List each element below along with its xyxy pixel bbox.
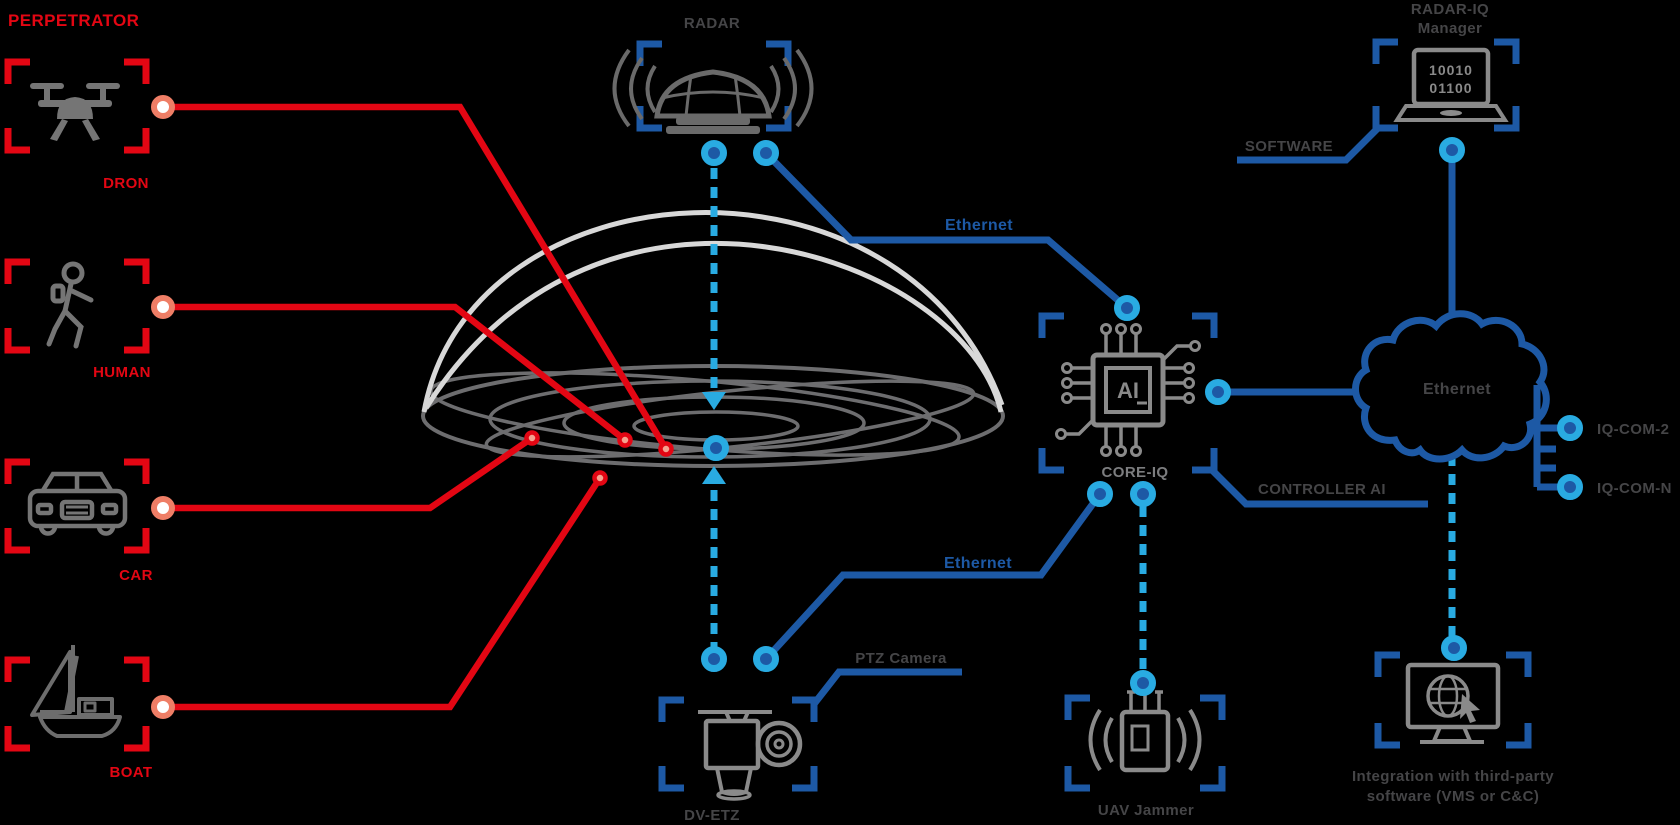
dot-core-bottom-right [1130, 481, 1156, 507]
ethernet-cloud: Ethernet [1352, 310, 1550, 463]
target-brackets [4, 258, 150, 354]
dot-manager [1439, 137, 1465, 163]
hit-dot-boat [592, 470, 608, 486]
iq-com-2-label: IQ-COM-2 [1597, 421, 1669, 438]
target-label-human: HUMAN [93, 364, 151, 381]
connector-dot-car [151, 496, 175, 520]
software-label: SOFTWARE [1245, 138, 1333, 155]
manager-label-line1: RADAR-IQ [1411, 1, 1489, 18]
dome-arc [423, 240, 1004, 413]
cloud-icon [1352, 310, 1550, 463]
drone-icon [30, 83, 120, 141]
dot-ptz-beam [701, 646, 727, 672]
hit-dot-human [617, 432, 633, 448]
laptop-screen-binary-1: 10010 [1429, 62, 1473, 78]
manager-label-line2: Manager [1418, 20, 1483, 37]
dome-floor-ring-tilted [484, 379, 976, 459]
connector-dot-dron [151, 95, 175, 119]
target-label-boat: BOAT [110, 764, 153, 781]
ethernet-ptz-label: Ethernet [944, 555, 1012, 572]
dot-radar-beam [701, 140, 727, 166]
target-label-dron: DRON [103, 175, 149, 192]
hit-dot-car [524, 430, 540, 446]
ethernet-radar-label: Ethernet [945, 217, 1013, 234]
car-icon [27, 471, 128, 536]
network-lines [763, 126, 1456, 707]
monitor-brackets [1374, 651, 1532, 749]
line-core-to-ptz [763, 491, 1103, 662]
core-iq-node: AI CORE-IQ CONTROLLER AI [1038, 312, 1386, 498]
laptop-screen-binary-2: 01100 [1429, 80, 1472, 96]
dot-jammer [1130, 670, 1156, 696]
connector-dot-human [151, 295, 175, 319]
detection-line-dron [163, 103, 669, 451]
dot-core-top [1114, 295, 1140, 321]
human-icon [46, 261, 94, 349]
jammer-brackets [1064, 694, 1226, 792]
boat-icon [30, 645, 122, 738]
dot-dome-center [703, 435, 729, 461]
integration-node: Integration with third-party software (V… [1352, 651, 1554, 805]
ptz-camera-node: PTZ Camera DV-ETZ [658, 650, 947, 824]
dot-core-bottom-left [1087, 481, 1113, 507]
ptz-label: DV-ETZ [684, 807, 740, 824]
dot-ptz-ethernet [753, 646, 779, 672]
radar-icon [612, 48, 814, 134]
ai-chip-icon [1055, 323, 1201, 457]
integration-label-line2: software (VMS or C&C) [1367, 788, 1540, 805]
dot-iq-com-n [1557, 474, 1583, 500]
dashed-beams [702, 168, 1456, 670]
integration-label-line1: Integration with third-party [1352, 768, 1554, 785]
core-brackets [1038, 312, 1218, 474]
laptop-icon [1393, 47, 1509, 122]
callout-line-software [1237, 126, 1380, 164]
target-brackets [4, 458, 150, 554]
radar-label: RADAR [684, 15, 740, 32]
target-boat: BOAT [4, 645, 175, 781]
manager-brackets [1372, 38, 1520, 132]
perpetrator-title: PERPETRATOR [8, 11, 139, 30]
target-label-car: CAR [119, 567, 153, 584]
detection-line-boat [163, 476, 603, 711]
radar-node: RADAR [612, 15, 814, 134]
ptz-brackets [658, 696, 818, 792]
target-human: HUMAN [4, 258, 175, 381]
iq-com-n-label: IQ-COM-N [1597, 480, 1672, 497]
perpetrator-section: PERPETRATOR DRON [4, 11, 175, 781]
line-radar-to-core [763, 150, 1130, 311]
uav-jammer-label: UAV Jammer [1098, 802, 1194, 819]
detection-lines [163, 103, 669, 711]
arrowhead-down-icon [702, 392, 726, 410]
dot-iq-com-2 [1557, 415, 1583, 441]
core-iq-label: CORE-IQ [1102, 464, 1169, 481]
uav-jammer-node: UAV Jammer [1064, 688, 1226, 819]
target-dron: DRON [4, 58, 175, 192]
monitor-globe-icon [1405, 662, 1501, 744]
detection-line-car [163, 435, 534, 512]
ai-chip-text: AI [1117, 378, 1139, 403]
iq-com-bus: IQ-COM-2 IQ-COM-N [1533, 385, 1672, 497]
ptz-camera-icon [698, 710, 803, 801]
callout-line-ptz [811, 668, 962, 707]
target-brackets [4, 656, 150, 752]
hit-dot-dron [658, 441, 674, 457]
target-car: CAR [4, 458, 175, 584]
dot-radar-ethernet [753, 140, 779, 166]
radar-iq-manager-node: RADAR-IQ Manager 10010 01100 SOFTWARE [1245, 1, 1520, 155]
target-brackets [4, 58, 150, 154]
dome-target-dots [524, 430, 674, 486]
dot-monitor [1441, 635, 1467, 661]
cloud-label: Ethernet [1423, 381, 1491, 398]
detection-line-human [163, 303, 628, 443]
connector-dot-boat [151, 695, 175, 719]
connector-dots [701, 137, 1583, 696]
controller-ai-label: CONTROLLER AI [1258, 481, 1386, 498]
dot-core-right [1205, 379, 1231, 405]
radar-brackets [636, 40, 792, 132]
arrowhead-up-icon [702, 466, 726, 484]
ptz-callout-label: PTZ Camera [855, 650, 947, 667]
uav-jammer-icon [1088, 688, 1202, 773]
callout-line-controller [1210, 468, 1428, 508]
